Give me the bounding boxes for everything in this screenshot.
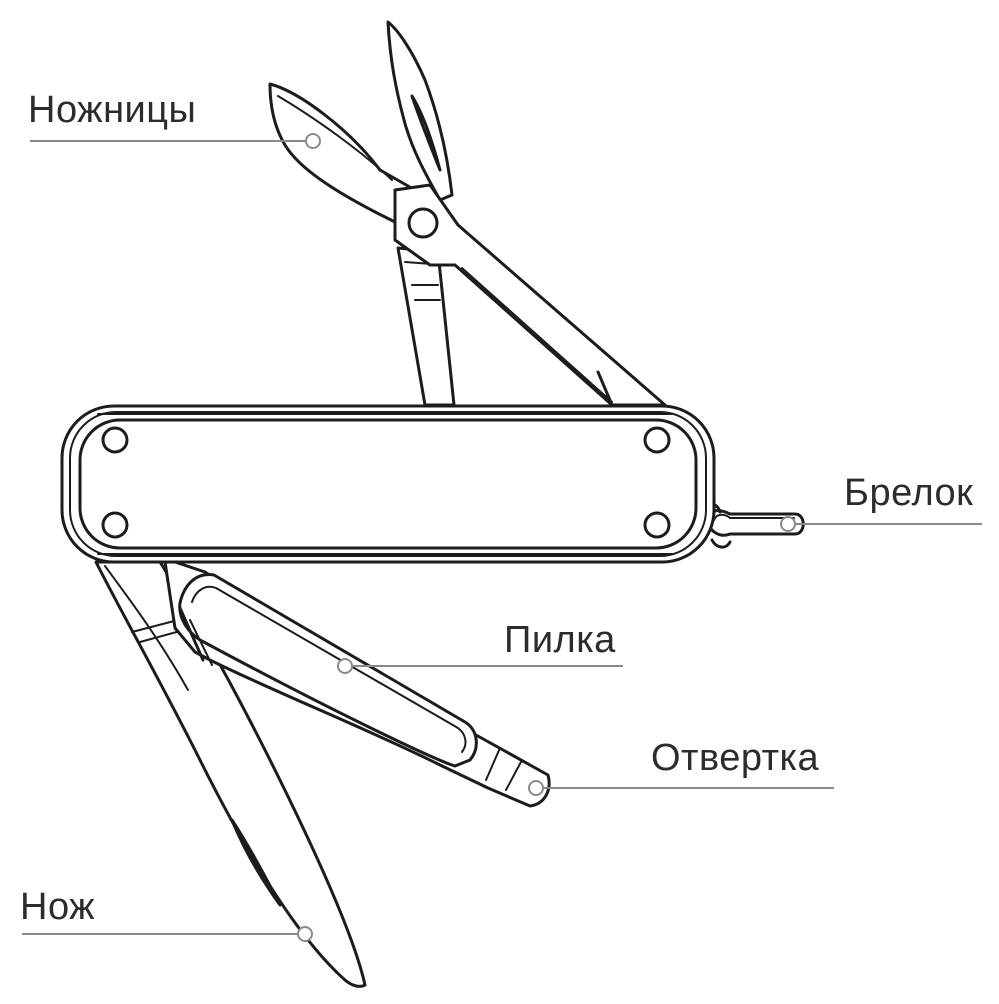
rivet-top-right [643,426,671,454]
label-knife: Нож [20,886,96,928]
leader-keyring [780,516,982,532]
scissors [268,20,667,407]
knife [94,560,367,988]
label-file: Пилка [504,619,616,661]
rivet-top-left [101,426,129,454]
leader-knife [22,926,313,942]
leader-scissors [30,133,321,149]
knife-body [60,404,716,564]
leader-file [337,658,623,674]
label-screwdriver: Отвертка [651,737,820,779]
leader-screwdriver [528,780,834,796]
label-keyring: Брелок [844,472,974,514]
rivet-bottom-right [643,511,671,539]
nail-file-screwdriver [163,560,551,808]
rivet-bottom-left [101,511,129,539]
label-scissors: Ножницы [28,89,197,131]
